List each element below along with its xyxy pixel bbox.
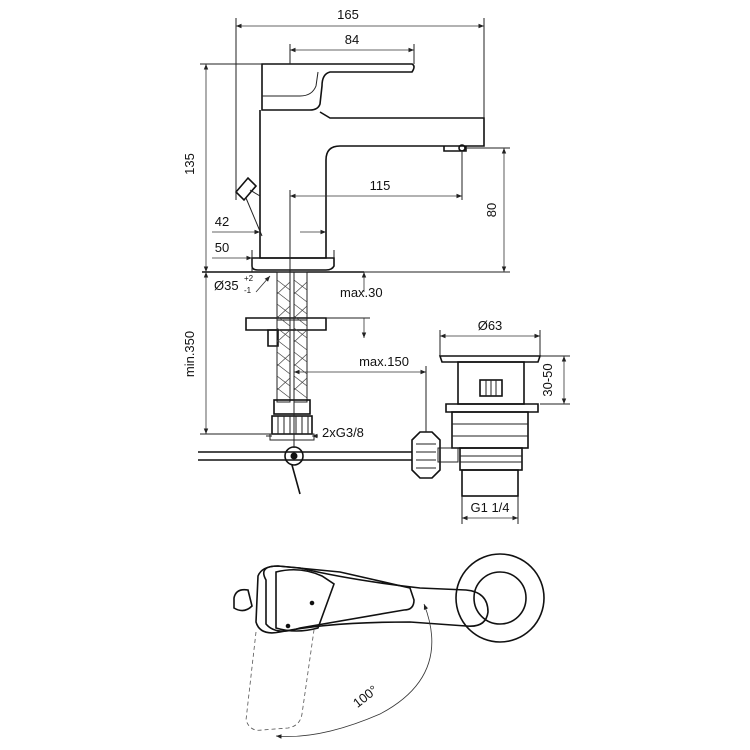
- label-overall-width: 165: [337, 7, 359, 22]
- faucet-underside: [198, 271, 412, 495]
- label-spout-height: 80: [484, 203, 499, 217]
- label-base-42: 42: [215, 214, 229, 229]
- label-waste-thread: G1 1/4: [470, 500, 509, 515]
- label-deck-thickness: max.30: [340, 285, 383, 300]
- faucet-top-view: [233, 553, 545, 739]
- label-rotation-angle: 100°: [350, 682, 380, 710]
- hole-diameter-value: Ø35: [214, 278, 239, 293]
- label-hole-tol-upper: +2: [244, 274, 254, 283]
- label-base-50: 50: [215, 240, 229, 255]
- label-waste-range: 30-50: [540, 363, 555, 396]
- label-waste-diameter: Ø63: [478, 318, 503, 333]
- label-height: 135: [182, 153, 197, 175]
- label-connections: 2xG3/8: [322, 425, 364, 440]
- dimension-labels: 165 84 135 115 80 42 50 Ø35 +2 -1 max.30…: [182, 7, 555, 711]
- label-handle-width: 84: [345, 32, 359, 47]
- dimension-lines: [200, 18, 570, 524]
- label-spout-reach: 115: [370, 178, 391, 193]
- label-hole-diameter: Ø35: [214, 278, 239, 293]
- label-rod-length: max.150: [359, 354, 409, 369]
- popup-waste: [411, 355, 542, 497]
- faucet-side-view: [234, 63, 485, 271]
- label-hose-length: min.350: [182, 331, 197, 377]
- label-hole-tol-lower: -1: [244, 286, 252, 295]
